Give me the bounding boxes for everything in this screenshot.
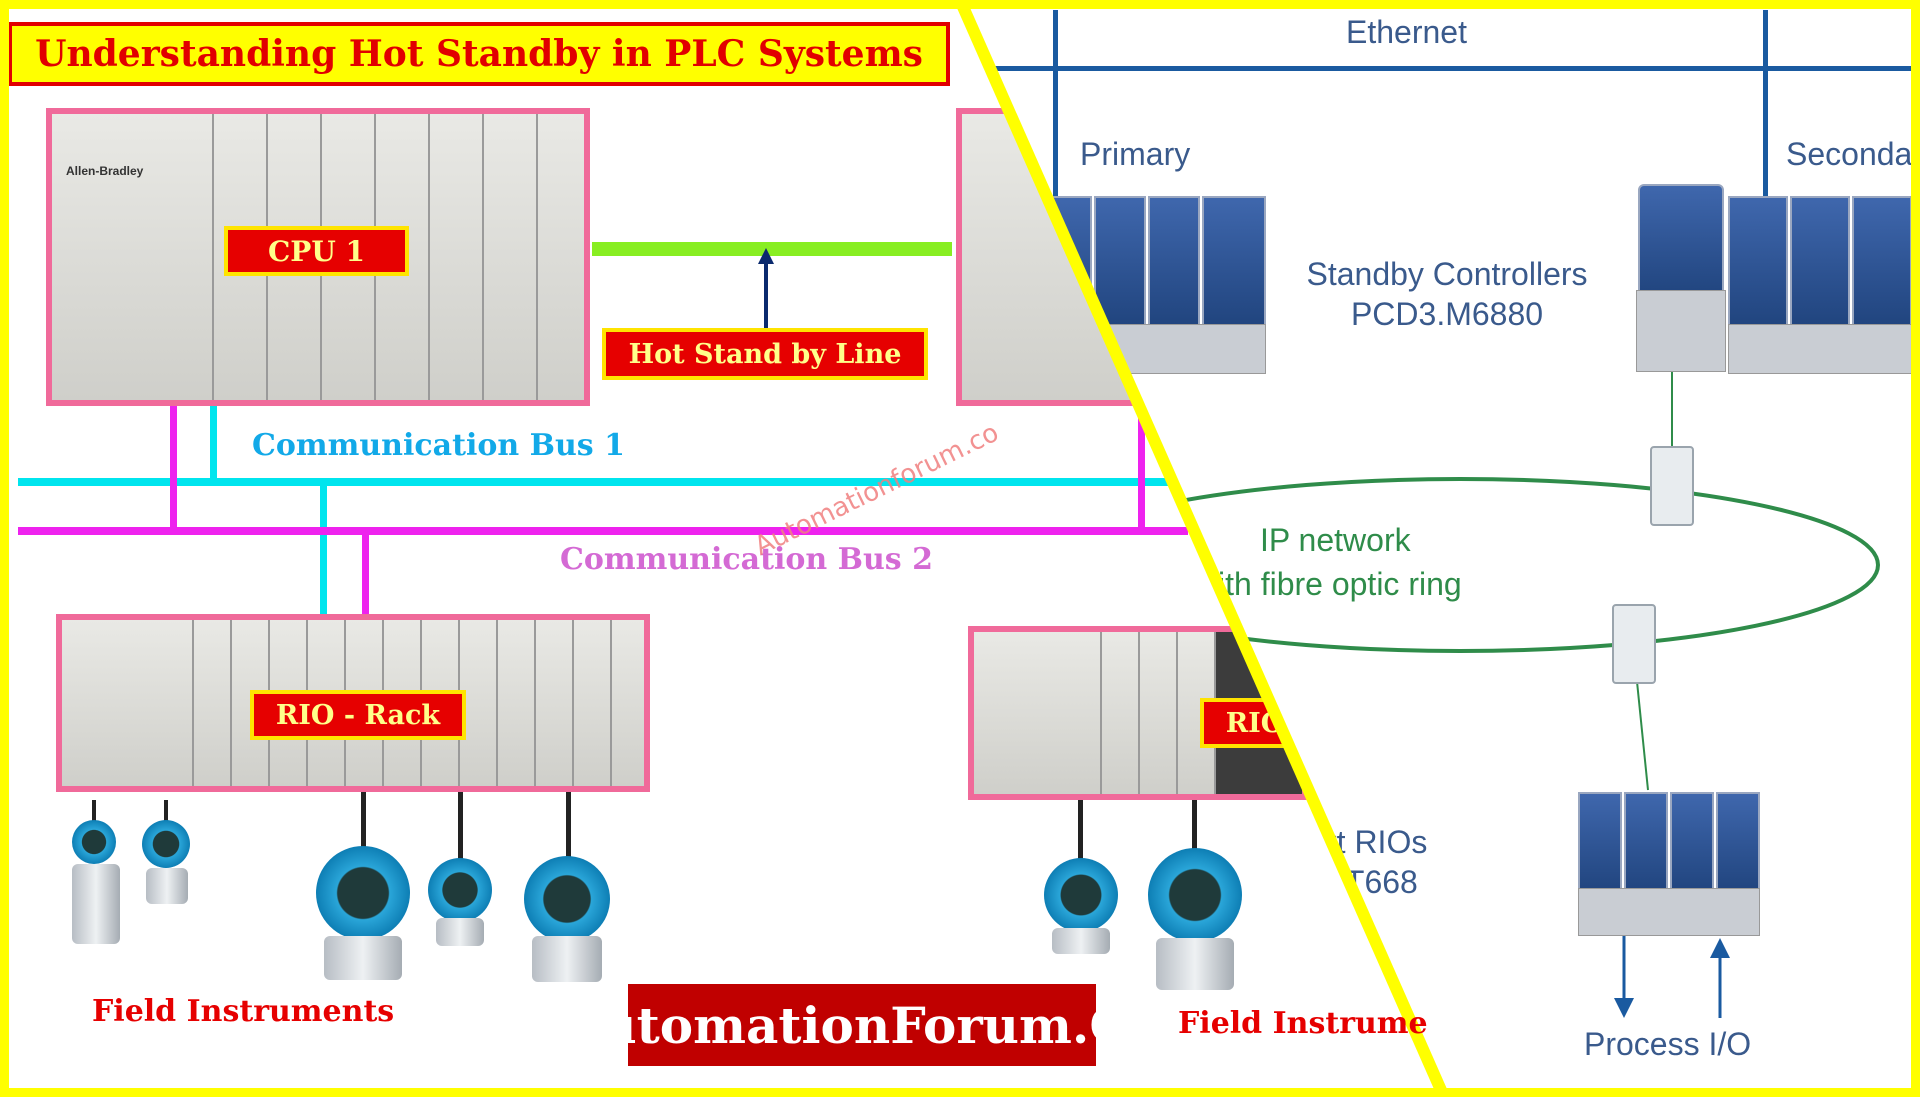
primary-controller-module [1148,196,1200,326]
transmitter-body [1052,928,1110,954]
standby-controllers-label-line1: Standby Controllers [1306,256,1588,292]
rack-chassis [62,620,194,786]
hot-standby-line [592,242,952,256]
communication-bus-1-label: Communication Bus 1 [252,428,625,463]
transmitter-body [1156,938,1234,990]
rack-module [194,620,232,786]
instrument-cable [566,792,571,862]
field-instruments-label-left: Field Instruments [92,994,395,1029]
rack-module [484,114,538,400]
rack-chassis [52,114,214,400]
hot-standby-arrowhead [758,248,774,264]
bus2-drop-cpu2 [1138,405,1145,530]
bus1-drop-cpu1 [210,405,217,481]
flow-meter-body [72,864,120,944]
bus2-drop-cpu1 [170,405,177,530]
rack-brand-label: Allen-Bradley [66,164,144,178]
rack-module [612,620,644,786]
network-switch-icon [1650,446,1694,526]
ethernet-line [964,66,1920,71]
smart-rio-module [1624,792,1668,892]
secondary-controller-module [1790,196,1850,326]
flow-meter-icon [142,820,190,868]
secondary-cpu-base [1636,290,1726,372]
instrument-cable [458,792,463,862]
ip-network-label-line1: IP network [1260,522,1411,558]
transmitter-body [532,936,602,982]
rack-module [1140,632,1178,794]
cpu1-tag: CPU 1 [224,226,409,276]
title-banner: Understanding Hot Standby in PLC Systems [8,22,950,86]
rack-module [1102,632,1140,794]
ethernet-label: Ethernet [1346,14,1467,50]
diagonal-divider [954,0,1450,1097]
flow-meter-icon [72,820,116,864]
field-instruments-label-right: Field Instrume [1178,1006,1428,1041]
instrument-cable [361,792,366,848]
standby-controllers-label-line2: PCD3.M6880 [1350,296,1544,332]
bus1-drop-rio [320,484,327,616]
transmitter-icon [1044,858,1118,932]
instrument-cable [164,800,168,828]
process-io-arrowhead-up [1710,938,1730,958]
secondary-controller-module [1728,196,1788,326]
communication-bus-2-line [18,527,1188,535]
transmitter-icon [1148,848,1242,942]
rack-module [498,620,536,786]
brand-box: AutomationForum.Co [562,984,1162,1066]
instrument-cable [92,800,96,828]
ip-network-label-line2: ith fibre optic ring [1218,566,1462,602]
secondary-controller-base [1728,324,1912,374]
cpu1-tag-text: CPU 1 [268,234,365,268]
hot-standby-tag: Hot Stand by Line [602,328,928,380]
flow-meter-body [146,868,188,904]
process-io-label: Process I/O [1584,1026,1752,1062]
transmitter-body [324,936,402,980]
rio-rack-tag: RIO - Rack [250,690,466,740]
primary-controller-module [1094,196,1146,326]
transmitter-body [436,918,484,946]
cpu1-rack-photo: Allen-Bradley [46,108,590,406]
ethernet-drop-primary [1053,10,1058,200]
hot-standby-tag-text: Hot Stand by Line [628,338,902,370]
smart-rio-module [1716,792,1760,892]
transmitter-icon [524,856,610,942]
primary-label: Primary [1080,136,1191,172]
smart-rio-module [1670,792,1714,892]
smart-rio-module [1578,792,1622,892]
ethernet-drop-secondary [1763,10,1768,200]
rack-module [430,114,484,400]
process-io-arrowhead-down [1614,998,1634,1018]
page-title: Understanding Hot Standby in PLC Systems [35,33,923,75]
bus2-drop-rio [362,533,369,617]
secondary-cpu-module [1638,184,1724,296]
communication-bus-1-line [18,478,1188,486]
communication-bus-2-label: Communication Bus 2 [560,542,933,577]
brand-text: AutomationForum.Co [561,995,1163,1055]
network-switch-icon [1612,604,1656,684]
rack-module [574,620,612,786]
primary-controller-module [1202,196,1266,326]
transmitter-icon [316,846,410,940]
instrument-cable [1192,800,1197,850]
rack-chassis [974,632,1102,794]
rack-module [538,114,584,400]
instrument-cable [1078,800,1083,860]
rack-module [460,620,498,786]
transmitter-icon [428,858,492,922]
smart-rio-base [1578,888,1760,936]
rio-rack-tag-text: RIO - Rack [275,699,441,731]
secondary-label: Seconda [1786,136,1913,172]
rack-module [536,620,574,786]
